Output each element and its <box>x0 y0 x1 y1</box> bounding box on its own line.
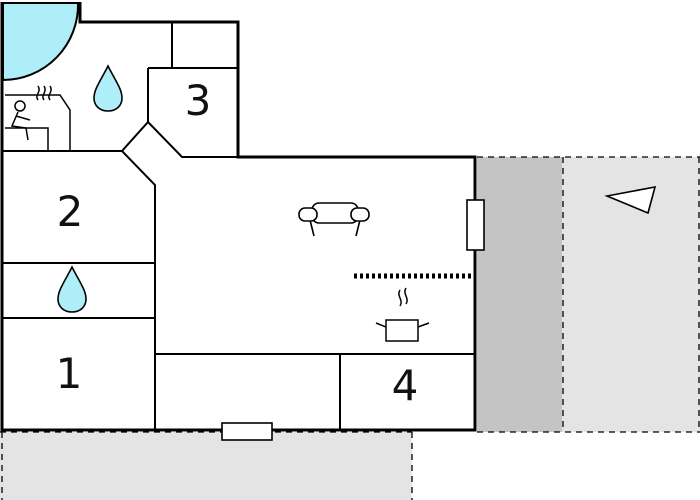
interior-walls <box>2 22 475 430</box>
outer-wall <box>0 2 477 432</box>
window-bottom <box>221 422 273 441</box>
room-label-4: 4 <box>392 361 419 410</box>
terrace-outline <box>0 156 700 500</box>
cooking-pot-icon <box>375 287 430 342</box>
window-right <box>466 199 485 251</box>
water-drop-icon <box>57 265 87 313</box>
shower-icon <box>1 2 80 82</box>
terrace-bottom <box>0 432 412 500</box>
room-label-2: 2 <box>57 187 84 236</box>
room-label-3: 3 <box>185 76 212 125</box>
sauna-icon <box>5 85 71 151</box>
terrace-right-dark <box>477 157 562 432</box>
room-label-1: 1 <box>56 349 83 398</box>
water-drop-icon <box>93 64 123 112</box>
compass-arrow-icon <box>604 185 657 215</box>
sofa-icon <box>298 202 370 237</box>
